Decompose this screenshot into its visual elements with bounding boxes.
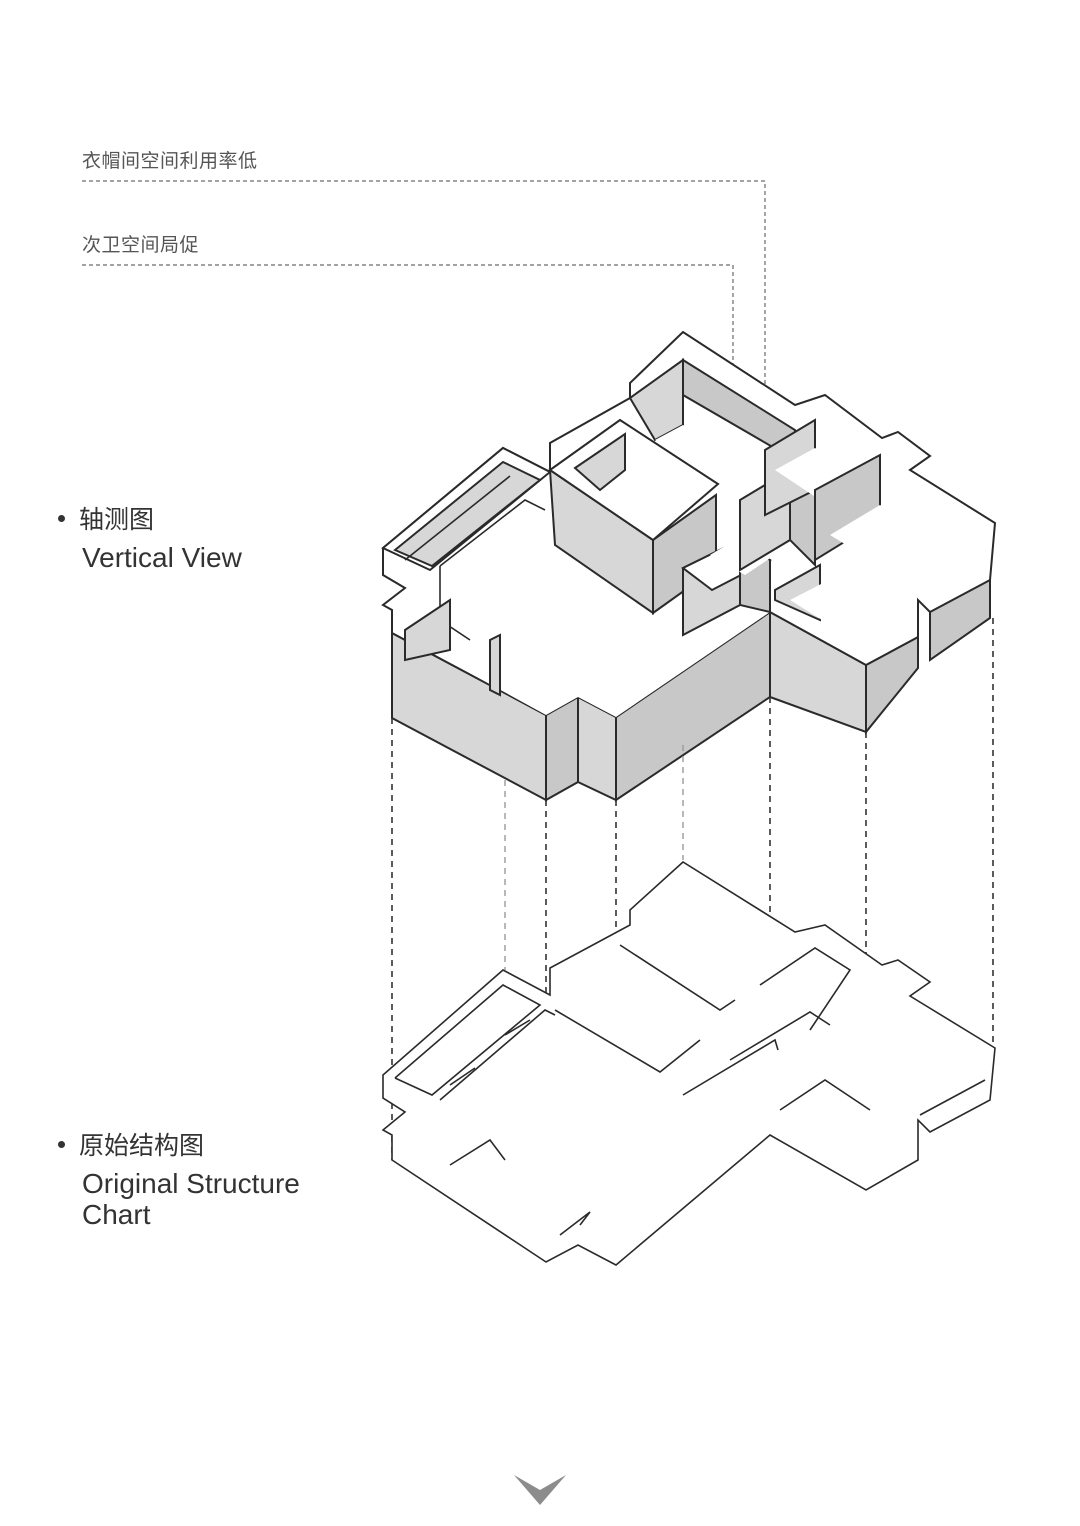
annotation-bathroom-text: 次卫空间局促 <box>82 234 200 256</box>
bedroom-inner-wall <box>573 432 626 492</box>
plan-wall-4 <box>682 1038 779 1096</box>
leader-closet <box>82 180 766 540</box>
leader-bathroom <box>82 264 734 566</box>
plan-wall-8 <box>449 1138 506 1166</box>
plan-window-1 <box>449 1067 476 1086</box>
balcony-rail <box>404 475 511 561</box>
living-edge <box>439 499 546 567</box>
plan-wall-3 <box>619 944 736 1011</box>
bullet-dot <box>58 514 65 522</box>
plan-wall-5 <box>729 1011 831 1061</box>
right-bedroom-floor <box>830 505 975 590</box>
plan-balcony <box>394 984 542 1096</box>
original-title-zh: 原始结构图 <box>79 1131 205 1160</box>
axonometric-title-zh: 轴测图 <box>79 505 155 534</box>
plan-wall-1 <box>439 1009 556 1101</box>
section-original-structure: 原始结构图 Original Structure Chart <box>58 1126 300 1230</box>
plan-outline <box>381 861 996 1266</box>
annotation-closet-text: 衣帽间空间利用率低 <box>82 150 258 172</box>
master-floor <box>655 425 760 480</box>
bullet-dot <box>58 1140 65 1148</box>
plan-wall-6 <box>759 947 852 1031</box>
plan-wall-7 <box>779 1079 871 1111</box>
plan-window-2 <box>504 1019 531 1036</box>
plan-balcony-right <box>919 1079 986 1116</box>
original-title-en-line2: Chart <box>82 1199 151 1230</box>
small-room-door <box>489 633 501 697</box>
plan-wall-2 <box>554 1009 701 1073</box>
original-structure-plan <box>381 861 996 1266</box>
lower-room-floor <box>790 582 905 650</box>
section-axonometric: 轴测图 Vertical View <box>58 500 242 573</box>
small-room-wall <box>404 598 451 662</box>
axonometric-model <box>381 330 997 802</box>
original-title-en-line1: Original Structure <box>82 1168 300 1199</box>
plan-wall-9 <box>559 1211 591 1236</box>
chevron-down-icon[interactable] <box>514 1475 566 1505</box>
axonometric-title-en: Vertical View <box>82 542 242 573</box>
